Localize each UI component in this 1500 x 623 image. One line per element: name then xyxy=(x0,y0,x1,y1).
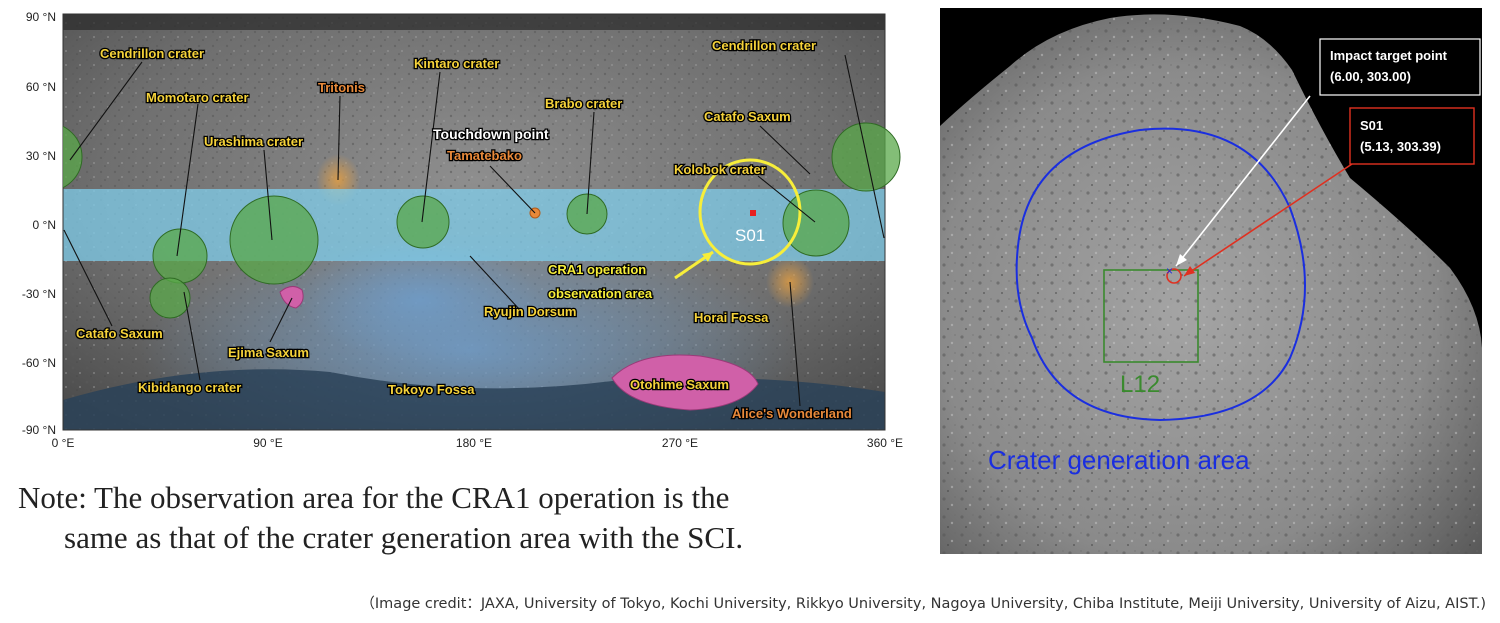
label-tokoyo: Tokoyo Fossa xyxy=(388,382,475,397)
y-tick-60n: 60 °N xyxy=(26,80,56,94)
x-tick-180e: 180 °E xyxy=(456,436,492,450)
label-alice: Alice's Wonderland xyxy=(732,406,852,421)
crater-generation-label: Crater generation area xyxy=(988,445,1250,475)
x-tick-90e: 90 °E xyxy=(253,436,282,450)
impact-pointer xyxy=(1175,95,1311,267)
ejima-saxum-shape xyxy=(279,286,304,309)
label-kibidango: Kibidango crater xyxy=(138,380,241,395)
crater-generation-outline xyxy=(1015,127,1306,422)
l12-region-box xyxy=(1103,269,1199,363)
y-tick-minus90n: -90 °N xyxy=(22,423,56,437)
label-cendrillon-right: Cendrillon crater xyxy=(712,38,816,53)
label-cra1-line1: CRA1 operation xyxy=(548,262,646,277)
y-axis: 90 °N 60 °N 30 °N 0 °N -30 °N -60 °N -90… xyxy=(22,10,56,437)
x-tick-360e: 360 °E xyxy=(867,436,903,450)
observation-note: Note: The observation area for the CRA1 … xyxy=(18,478,918,558)
y-tick-minus30n: -30 °N xyxy=(22,287,56,301)
y-tick-90n: 90 °N xyxy=(26,10,56,24)
label-cra1-line2: observation area xyxy=(548,286,653,301)
ryugu-geographic-map: 90 °N 60 °N 30 °N 0 °N -30 °N -60 °N -90… xyxy=(22,10,903,450)
leader-lines xyxy=(63,54,885,407)
impact-target-title: Impact target point xyxy=(1330,48,1448,63)
s01-marker xyxy=(750,210,756,216)
label-ejima: Ejima Saxum xyxy=(228,345,309,360)
s01-callout: S01 (5.13, 303.39) xyxy=(1349,107,1475,165)
s01-coords: (5.13, 303.39) xyxy=(1360,139,1441,154)
label-brabo: Brabo crater xyxy=(545,96,622,111)
crater-kolobok xyxy=(782,189,850,257)
label-horai: Horai Fossa xyxy=(694,310,769,325)
y-tick-0n: 0 °N xyxy=(33,218,56,232)
label-s01-map: S01 xyxy=(735,226,765,245)
crater-kibidango xyxy=(149,277,191,319)
s01-pointer xyxy=(1183,163,1353,277)
label-urashima: Urashima crater xyxy=(204,134,303,149)
feature-labels: Cendrillon crater Cendrillon crater Momo… xyxy=(75,37,854,423)
label-otohime: Otohime Saxum xyxy=(630,377,729,392)
label-touchdown: Touchdown point xyxy=(433,126,549,142)
crater-urashima xyxy=(229,195,319,285)
label-tritonis: Tritonis xyxy=(318,80,365,95)
x-tick-270e: 270 °E xyxy=(662,436,698,450)
s01-title: S01 xyxy=(1360,118,1383,133)
map-terrain xyxy=(63,14,885,430)
x-axis: 0 °E 90 °E 180 °E 270 °E 360 °E xyxy=(52,436,903,450)
ryugu-surface-photo: × Impact target point (6.00, 303.00) S01… xyxy=(940,14,1482,554)
label-ryujin: Ryujin Dorsum xyxy=(484,304,576,319)
impact-x-marker: × xyxy=(1166,264,1173,278)
crater-cendrillon-right xyxy=(831,122,901,192)
crater-kintaro xyxy=(396,195,450,249)
asteroid-map-panel: 90 °N 60 °N 30 °N 0 °N -30 °N -60 °N -90… xyxy=(0,0,915,470)
impact-target-callout: Impact target point (6.00, 303.00) xyxy=(1319,38,1481,96)
cra1-observation-ring xyxy=(698,158,802,266)
label-tamatebako: Tamatebako xyxy=(447,148,522,163)
y-tick-30n: 30 °N xyxy=(26,149,56,163)
label-catafo-right: Catafo Saxum xyxy=(704,109,791,124)
s01-circle-marker xyxy=(1166,268,1182,284)
impact-target-coords: (6.00, 303.00) xyxy=(1330,69,1411,84)
label-kintaro: Kintaro crater xyxy=(414,56,499,71)
asteroid-photo-panel: × Impact target point (6.00, 303.00) S01… xyxy=(940,8,1482,554)
l12-label: L12 xyxy=(1120,371,1160,398)
y-tick-minus60n: -60 °N xyxy=(22,356,56,370)
label-kolobok: Kolobok crater xyxy=(674,162,766,177)
note-line-1: Note: The observation area for the CRA1 … xyxy=(18,480,730,515)
x-tick-0e: 0 °E xyxy=(52,436,75,450)
label-momotaro: Momotaro crater xyxy=(146,90,249,105)
image-credit: （Image credit：JAXA, University of Tokyo,… xyxy=(360,596,1486,612)
note-line-2: same as that of the crater generation ar… xyxy=(64,520,744,555)
label-catafo-left: Catafo Saxum xyxy=(76,326,163,341)
label-cendrillon-left: Cendrillon crater xyxy=(100,46,204,61)
otohime-saxum-shape xyxy=(611,354,759,411)
